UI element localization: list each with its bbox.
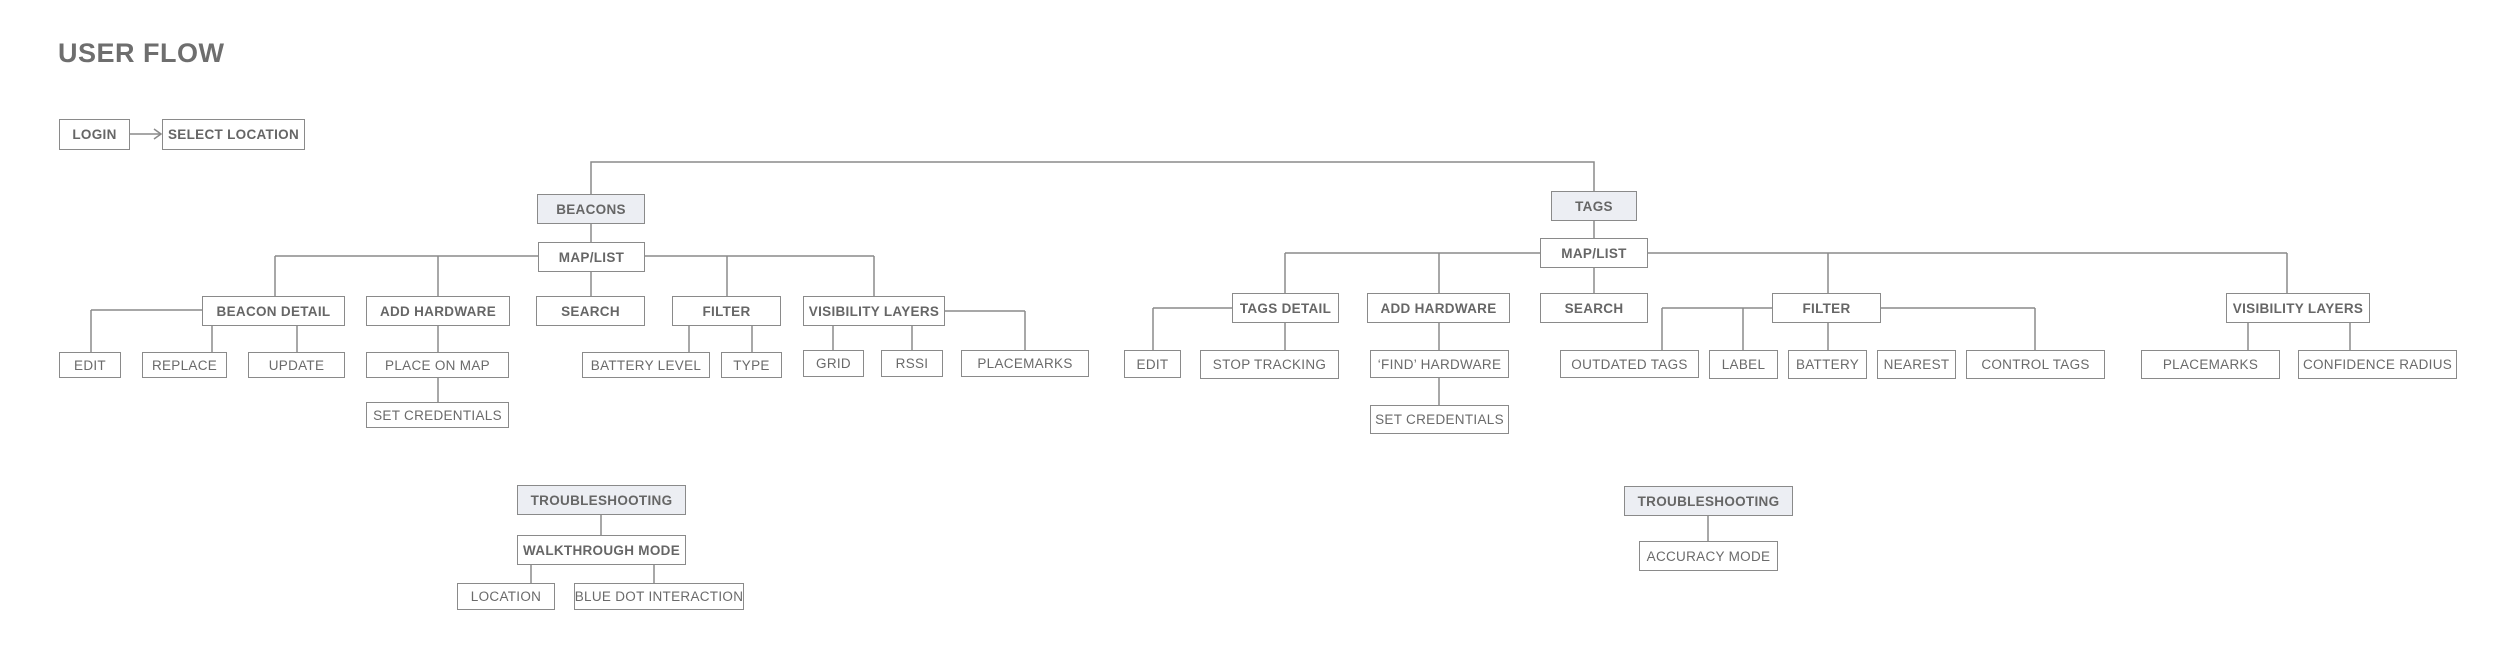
walkthrough-mode-node: WALKTHROUGH MODE <box>517 535 686 565</box>
login-arrow-head <box>153 128 163 140</box>
beacon-place-on-map-node: PLACE ON MAP <box>366 352 509 378</box>
confidence-radius-node: CONFIDENCE RADIUS <box>2298 350 2457 379</box>
page-title: USER FLOW <box>58 38 225 68</box>
beacon-set-credentials-node: SET CREDENTIALS <box>366 402 509 428</box>
root-bracket <box>590 161 1595 194</box>
login-node: LOGIN <box>59 119 130 150</box>
beacon-battery-level-node: BATTERY LEVEL <box>582 352 710 378</box>
beacon-add-hardware-node: ADD HARDWARE <box>366 296 510 326</box>
beacon-visibility-layers-node: VISIBILITY LAYERS <box>803 296 945 326</box>
tags-troubleshooting-node: TROUBLESHOOTING <box>1624 486 1793 516</box>
beacon-edit-node: EDIT <box>59 352 121 378</box>
beacon-update-node: UPDATE <box>248 352 345 378</box>
find-hardware-node: ‘FIND’ HARDWARE <box>1370 350 1509 378</box>
outdated-tags-node: OUTDATED TAGS <box>1560 350 1699 378</box>
blue-dot-interaction-node: BLUE DOT INTERACTION <box>574 583 744 610</box>
beacon-filter-node: FILTER <box>672 296 781 326</box>
tags-placemarks-node: PLACEMARKS <box>2141 350 2280 379</box>
select-location-node: SELECT LOCATION <box>162 119 305 150</box>
tags-nearest-node: NEAREST <box>1877 350 1956 379</box>
tags-label-node: LABEL <box>1709 350 1778 379</box>
tags-node: TAGS <box>1551 191 1637 221</box>
beacons-map-list-node: MAP/LIST <box>538 242 645 272</box>
beacon-search-node: SEARCH <box>536 296 645 326</box>
stop-tracking-node: STOP TRACKING <box>1200 350 1339 379</box>
tags-set-credentials-node: SET CREDENTIALS <box>1370 405 1509 434</box>
tags-edit-node: EDIT <box>1124 350 1181 378</box>
beacon-rssi-node: RSSI <box>881 350 943 377</box>
tags-filter-node: FILTER <box>1772 293 1881 323</box>
beacon-troubleshooting-node: TROUBLESHOOTING <box>517 485 686 515</box>
beacon-type-node: TYPE <box>721 352 782 378</box>
tags-add-hardware-node: ADD HARDWARE <box>1367 293 1510 323</box>
control-tags-node: CONTROL TAGS <box>1966 350 2105 379</box>
beacons-node: BEACONS <box>537 194 645 224</box>
tags-detail-node: TAGS DETAIL <box>1232 293 1339 323</box>
beacon-placemarks-node: PLACEMARKS <box>961 350 1089 377</box>
tags-search-node: SEARCH <box>1540 293 1648 323</box>
tags-battery-node: BATTERY <box>1788 350 1867 379</box>
walkthrough-location-node: LOCATION <box>457 583 555 610</box>
beacon-grid-node: GRID <box>803 350 864 377</box>
tags-visibility-layers-node: VISIBILITY LAYERS <box>2226 293 2370 323</box>
beacon-replace-node: REPLACE <box>142 352 227 378</box>
beacon-detail-node: BEACON DETAIL <box>202 296 345 326</box>
tags-map-list-node: MAP/LIST <box>1540 238 1648 268</box>
accuracy-mode-node: ACCURACY MODE <box>1639 541 1778 571</box>
